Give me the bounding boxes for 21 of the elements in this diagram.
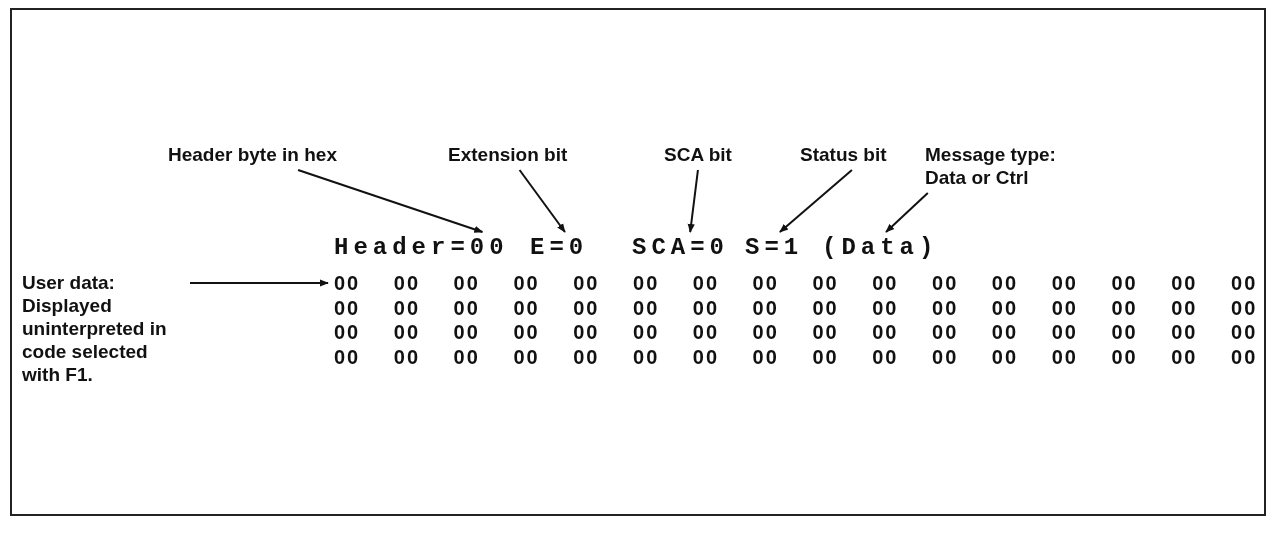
annotation-label: User data: Displayed uninterpreted in code selected with F1. — [22, 271, 168, 386]
hex-data-row: 00 00 00 00 00 00 00 00 00 00 00 00 00 00 00 00 — [334, 271, 1258, 296]
hex-data-row: 00 00 00 00 00 00 00 00 00 00 00 00 00 00 00 00 — [334, 320, 1258, 345]
arrow — [518, 169, 566, 233]
arrow — [778, 169, 853, 233]
header-field: SCA=0 — [632, 235, 729, 261]
annotation-label: Status bit — [800, 143, 887, 166]
hex-data-row: 00 00 00 00 00 00 00 00 00 00 00 00 00 00 00 00 — [334, 344, 1258, 369]
header-field: E=0 — [530, 235, 589, 261]
arrow — [885, 192, 929, 233]
header-field: Header=00 — [334, 235, 509, 261]
annotation-label: Header byte in hex — [168, 143, 337, 166]
arrow — [297, 169, 484, 233]
arrow — [687, 169, 699, 233]
annotation-label: SCA bit — [664, 143, 732, 166]
hex-data-row: 00 00 00 00 00 00 00 00 00 00 00 00 00 00 00 00 — [334, 295, 1258, 320]
header-field: S=1 — [745, 235, 804, 261]
annotation-label: Extension bit — [448, 143, 568, 166]
annotation-label: Message type: Data or Ctrl — [925, 143, 1057, 189]
arrow — [189, 279, 329, 287]
header-field: (Data) — [822, 235, 939, 261]
